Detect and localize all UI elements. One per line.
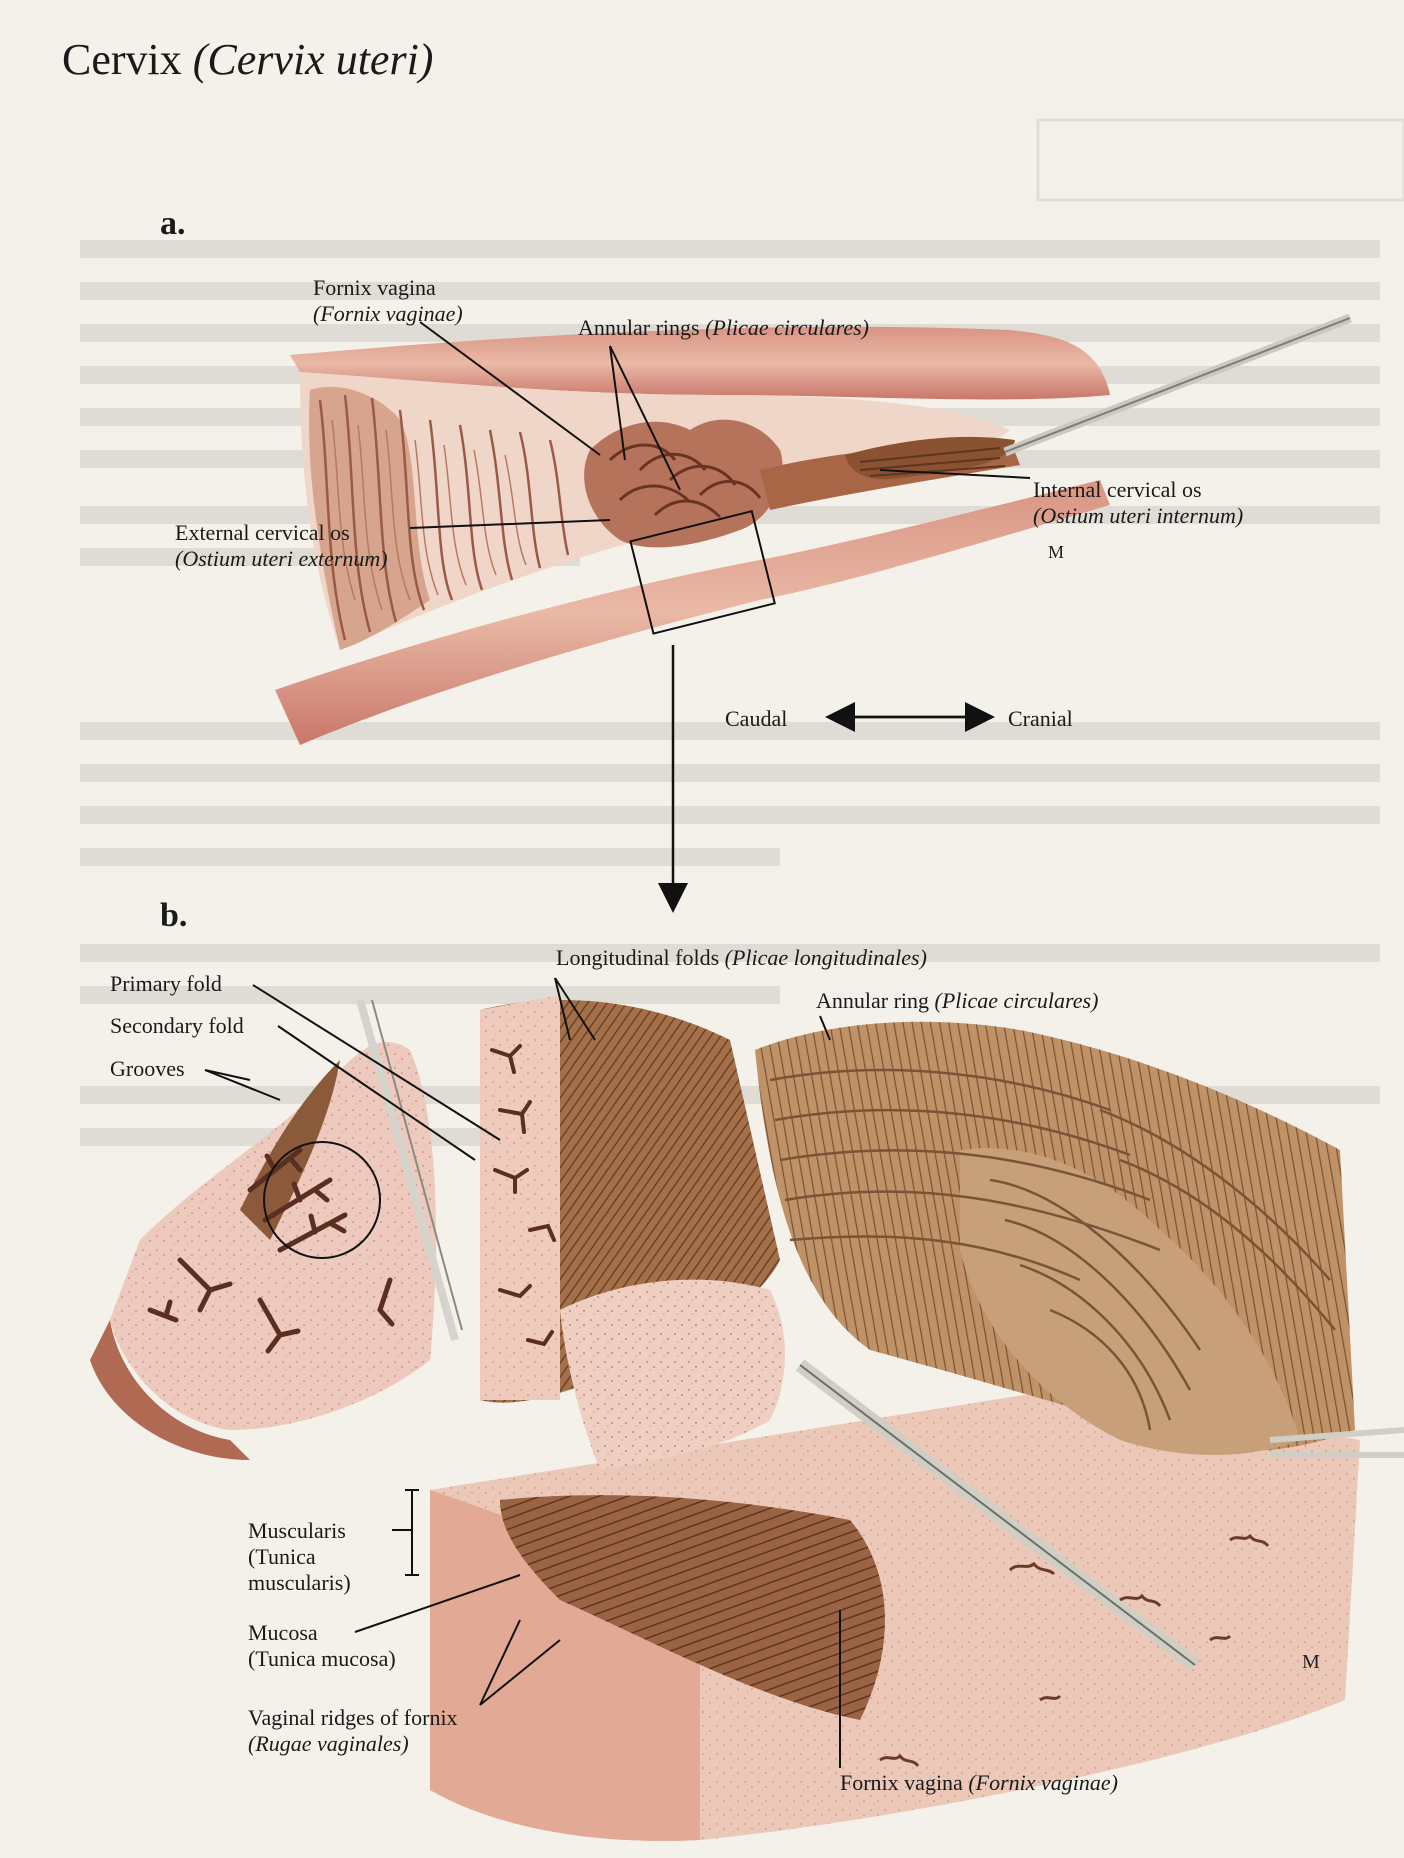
label-longitudinal-folds: Longitudinal folds (Plicae longitudinale… (556, 945, 927, 971)
panel-b-letter: b. (160, 897, 188, 934)
label-fornix-vagina-a-latin: (Fornix vaginae) (313, 301, 463, 326)
label-external-os: External cervical os (Ostium uteri exter… (175, 520, 388, 572)
detail-circle (263, 1141, 381, 1259)
label-caudal: Caudal (725, 706, 788, 731)
label-mucosa-text: Mucosa (248, 1620, 318, 1645)
label-vaginal-ridges: Vaginal ridges of fornix (Rugae vaginale… (248, 1705, 458, 1757)
label-fornix-vagina-a: Fornix vagina (Fornix vaginae) (313, 275, 463, 327)
label-internal-os-latin: (Ostium uteri internum) (1033, 503, 1244, 528)
label-longitudinal-folds-latin: (Plicae longitudinales) (724, 945, 927, 970)
panel-a-letter: a. (160, 205, 186, 242)
label-internal-os-text: Internal cervical os (1033, 477, 1202, 502)
label-internal-os: Internal cervical os (Ostium uteri inter… (1033, 477, 1243, 529)
title-main: Cervix (62, 35, 182, 84)
label-muscularis-latin-2: muscularis) (248, 1570, 351, 1595)
label-muscularis: Muscularis (Tunica muscularis) (248, 1518, 351, 1596)
panel-a-illustration: M (275, 313, 1352, 745)
label-grooves: Grooves (110, 1056, 185, 1081)
label-primary-fold: Primary fold (110, 971, 222, 996)
label-fornix-vagina-b-text: Fornix vagina (840, 1770, 963, 1795)
label-longitudinal-folds-text: Longitudinal folds (556, 945, 720, 970)
label-annular-ring-text: Annular ring (816, 988, 930, 1013)
label-annular-rings-text: Annular rings (578, 315, 700, 340)
label-annular-ring-latin: (Plicae circulares) (934, 988, 1099, 1013)
label-annular-rings: Annular rings (Plicae circulares) (578, 315, 869, 341)
label-mucosa: Mucosa (Tunica mucosa) (248, 1620, 396, 1672)
page-title: Cervix (Cervix uteri) (62, 34, 433, 85)
label-vaginal-ridges-text: Vaginal ridges of fornix (248, 1705, 458, 1730)
svg-text:M: M (1048, 542, 1064, 562)
svg-text:M: M (1302, 1651, 1320, 1673)
label-external-os-latin: (Ostium uteri externum) (175, 546, 388, 571)
panel-b-illustration: M (90, 995, 1404, 1841)
label-vaginal-ridges-latin: (Rugae vaginales) (248, 1731, 409, 1756)
label-fornix-vagina-b-latin: (Fornix vaginae) (968, 1770, 1118, 1795)
label-secondary-fold: Secondary fold (110, 1013, 244, 1038)
label-cranial: Cranial (1008, 706, 1073, 731)
title-latin: (Cervix uteri) (192, 35, 434, 84)
label-muscularis-latin-1: (Tunica (248, 1544, 316, 1569)
label-fornix-vagina-a-text: Fornix vagina (313, 275, 436, 300)
label-annular-ring: Annular ring (Plicae circulares) (816, 988, 1098, 1014)
label-fornix-vagina-b: Fornix vagina (Fornix vaginae) (840, 1770, 1118, 1796)
label-external-os-text: External cervical os (175, 520, 350, 545)
label-mucosa-latin: (Tunica mucosa) (248, 1646, 396, 1671)
label-annular-rings-latin: (Plicae circulares) (705, 315, 870, 340)
panel-a-leader-lines (409, 321, 1031, 529)
label-muscularis-text: Muscularis (248, 1518, 346, 1543)
panel-b-leader-lines (204, 977, 841, 1768)
